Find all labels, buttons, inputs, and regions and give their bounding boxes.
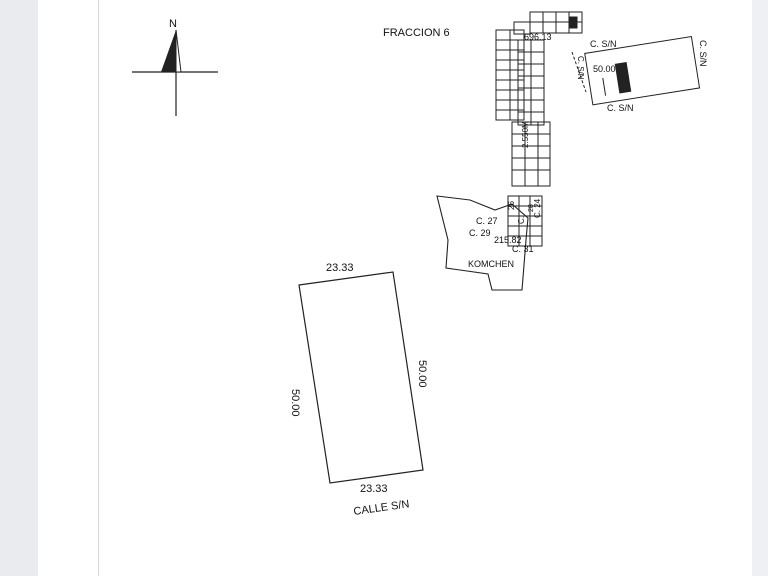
- lot-column-lower: [511, 121, 551, 187]
- inset-dimension-50: 50.00: [593, 64, 616, 74]
- distance-696: 696.13: [524, 32, 552, 42]
- fraccion-label: FRACCION 6: [383, 27, 450, 39]
- street-c-label: C.: [517, 216, 526, 224]
- street-right-label: C. S/N: [698, 40, 708, 67]
- street-top-label: C. S/N: [590, 39, 617, 49]
- viewer-right-margin: [752, 0, 768, 576]
- distance-2550: 2.550M: [521, 121, 530, 148]
- street-left-label: C. S/N: [576, 56, 585, 80]
- street-c27-label: C. 27: [476, 216, 498, 226]
- distance-215-82: 215.82: [494, 235, 522, 245]
- street-c26-label: 26: [507, 201, 516, 210]
- north-arrow-icon: [132, 29, 218, 116]
- north-label: N: [169, 18, 177, 30]
- street-bottom-label: C. S/N: [607, 103, 634, 113]
- street-calle-sn-label: CALLE S/N: [353, 498, 410, 518]
- street-c29-label: C. 29: [469, 228, 491, 238]
- viewer-left-margin: [0, 0, 38, 576]
- street-c24-label: C. 24: [533, 198, 542, 218]
- street-c28-label: 28: [528, 204, 535, 212]
- komchen-boundary: [436, 195, 529, 291]
- main-lot: [298, 271, 424, 484]
- sheet-edge-line: [98, 0, 99, 576]
- komchen-block-grid: [507, 195, 543, 247]
- inset-lot: [584, 35, 701, 106]
- komchen-label: KOMCHEN: [468, 259, 514, 269]
- lot-bottom-dimension: 23.33: [360, 483, 388, 495]
- lot-left-dimension: 50.00: [289, 389, 301, 417]
- lot-right-dimension: 50.00: [416, 360, 428, 388]
- street-c31-label: C. 31: [512, 244, 534, 254]
- block-grid-top: [513, 11, 583, 35]
- lot-top-dimension: 23.33: [326, 262, 354, 274]
- access-path: [571, 51, 587, 93]
- lot-column-upper: [495, 29, 545, 126]
